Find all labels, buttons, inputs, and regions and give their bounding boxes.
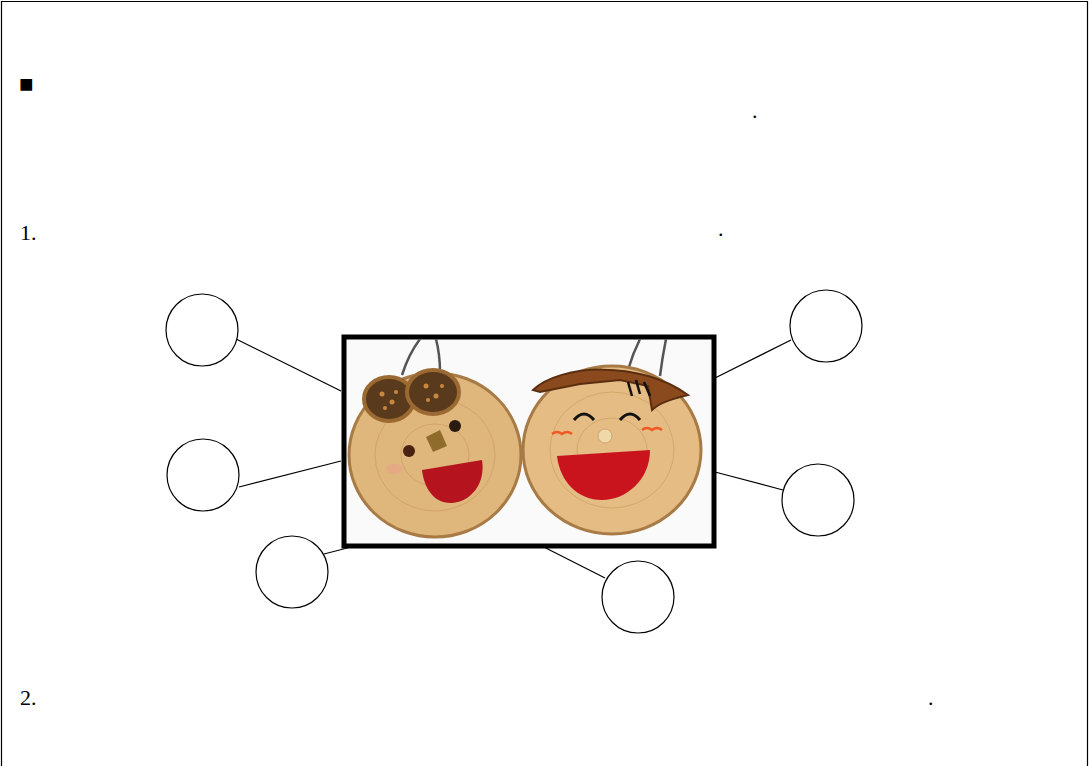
- sentence-period: .: [752, 100, 758, 122]
- sentence-period: .: [718, 218, 724, 240]
- wood-face-photo: [344, 337, 714, 546]
- answer-circles: [166, 290, 862, 633]
- section-marker: ■: [19, 72, 34, 96]
- question-number: 1.: [20, 222, 37, 244]
- question-number: 2.: [20, 687, 37, 709]
- sentence-period: .: [928, 687, 934, 709]
